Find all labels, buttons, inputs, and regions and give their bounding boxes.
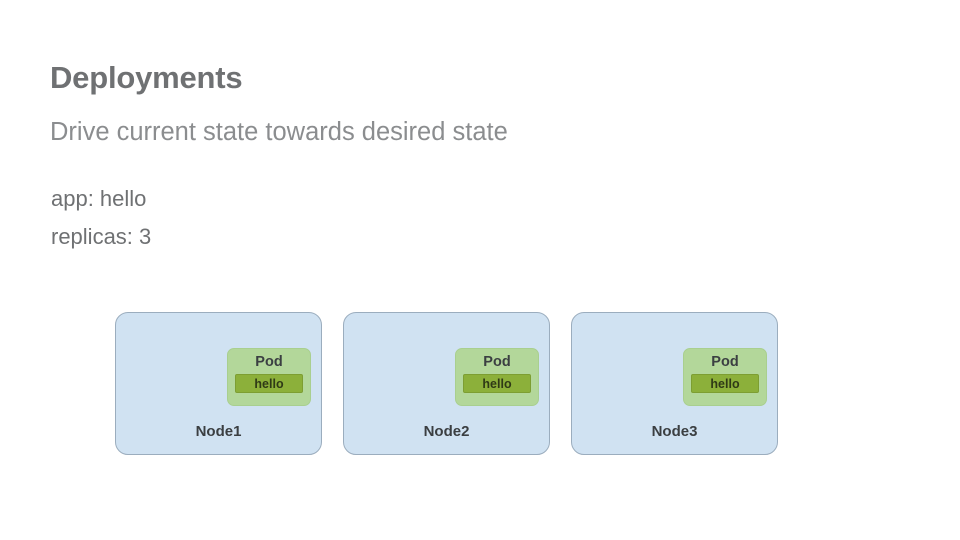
node-box-1: Pod hello Node1 xyxy=(115,312,322,455)
spec-replicas-line: replicas: 3 xyxy=(51,224,152,249)
pod-title: Pod xyxy=(255,354,283,370)
container-chip: hello xyxy=(235,374,303,393)
node-row: Pod hello Node1 Pod hello Node2 Pod hell… xyxy=(115,312,778,455)
node-box-3: Pod hello Node3 xyxy=(571,312,778,455)
node-box-2: Pod hello Node2 xyxy=(343,312,550,455)
container-chip: hello xyxy=(691,374,759,393)
pod-box-1: Pod hello xyxy=(227,348,311,406)
node-label: Node3 xyxy=(651,423,698,440)
page-title: Deployments xyxy=(50,60,243,95)
page-subtitle: Drive current state towards desired stat… xyxy=(50,118,508,146)
pod-box-3: Pod hello xyxy=(683,348,767,406)
pod-box-2: Pod hello xyxy=(455,348,539,406)
pod-title: Pod xyxy=(711,354,739,370)
node-label: Node2 xyxy=(423,423,470,440)
pod-title: Pod xyxy=(483,354,511,370)
spec-app-line: app: hello xyxy=(51,186,147,211)
deployment-spec: app: hello replicas: 3 xyxy=(51,180,151,256)
node-label: Node1 xyxy=(195,423,242,440)
container-chip: hello xyxy=(463,374,531,393)
